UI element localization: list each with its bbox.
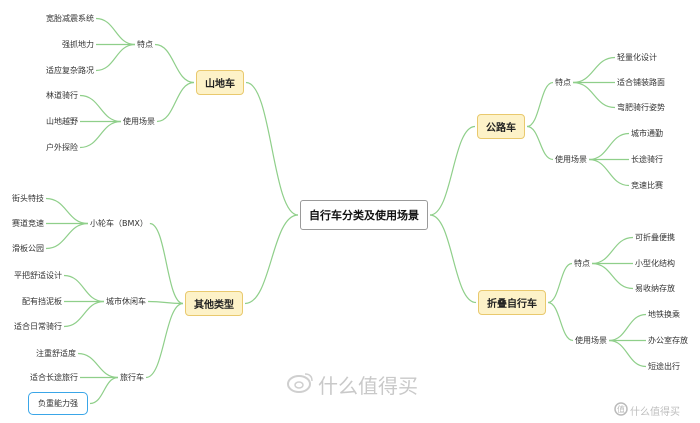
road-feature-1[interactable]: 轻量化设计	[617, 53, 657, 62]
connector-folding-features-folding-feature-1	[591, 236, 634, 265]
road-scene-2[interactable]: 长途骑行	[631, 155, 663, 164]
folding-feature-1[interactable]: 可折叠便携	[635, 233, 675, 242]
connector-branch-other-other-touring	[145, 302, 184, 379]
touring-item-3-selected[interactable]: 负重能力强	[28, 392, 88, 415]
connector-other-city-city-item-1	[63, 274, 105, 303]
connector-road-features-road-feature-3	[572, 81, 616, 109]
connector-branch-folding-folding-scenes	[547, 301, 574, 342]
connector-root-node-branch-folding	[429, 214, 477, 304]
mountain-feature-2[interactable]: 强抓地力	[62, 40, 94, 49]
corner-logo-icon: 值	[614, 402, 628, 416]
road-scene-3[interactable]: 竞速比赛	[631, 181, 663, 190]
branch-other[interactable]: 其他类型	[185, 291, 243, 316]
road-feature-2[interactable]: 适合铺装路面	[617, 78, 665, 87]
connector-road-scenes-road-scene-3	[588, 158, 630, 187]
connector-root-node-branch-road	[429, 125, 476, 216]
touring-item-2[interactable]: 适合长途旅行	[30, 373, 78, 382]
connector-branch-road-road-features	[526, 81, 554, 128]
bmx-item-1[interactable]: 街头特技	[12, 194, 44, 203]
branch-mountain[interactable]: 山地车	[196, 70, 244, 95]
other-city[interactable]: 城市休闲车	[106, 297, 146, 306]
connector-folding-scenes-folding-scene-3	[608, 339, 647, 368]
connector-other-bmx-bmx-item-1	[45, 197, 89, 225]
other-touring[interactable]: 旅行车	[120, 373, 144, 382]
road-features[interactable]: 特点	[555, 78, 571, 87]
root-node[interactable]: 自行车分类及使用场景	[300, 200, 428, 230]
folding-scene-1[interactable]: 地铁换乘	[648, 310, 680, 319]
connector-branch-mountain-mountain-scenes	[156, 81, 195, 123]
folding-features[interactable]: 特点	[574, 259, 590, 268]
road-scenes[interactable]: 使用场景	[555, 155, 587, 164]
connector-road-scenes-road-scene-1	[588, 132, 630, 161]
road-feature-3[interactable]: 弯肥骑行姿势	[617, 103, 665, 112]
bmx-item-2[interactable]: 赛道竞速	[12, 219, 44, 228]
city-item-1[interactable]: 平把舒适设计	[14, 271, 62, 280]
mountain-scene-3[interactable]: 户外探险	[46, 143, 78, 152]
connector-branch-other-other-city	[147, 300, 184, 305]
connector-root-node-branch-mountain	[245, 81, 299, 216]
connector-branch-mountain-mountain-features	[154, 43, 195, 84]
connector-road-features-road-feature-1	[572, 56, 616, 84]
watermark-text: 什么值得买	[318, 374, 418, 398]
connector-root-node-branch-other	[244, 214, 299, 305]
folding-feature-3[interactable]: 易收纳存放	[635, 284, 675, 293]
folding-feature-2[interactable]: 小型化结构	[635, 259, 675, 268]
svg-text:值: 值	[617, 404, 625, 414]
connector-folding-scenes-folding-scene-1	[608, 313, 647, 342]
other-bmx[interactable]: 小轮车（BMX）	[90, 219, 148, 228]
mountain-scene-2[interactable]: 山地越野	[46, 117, 78, 126]
connector-branch-other-other-bmx	[149, 222, 184, 305]
road-scene-1[interactable]: 城市通勤	[631, 129, 663, 138]
folding-scenes[interactable]: 使用场景	[575, 336, 607, 345]
mountain-scene-1[interactable]: 林道骑行	[46, 91, 78, 100]
connector-other-touring-touring-item-1	[77, 352, 119, 379]
connector-other-city-city-item-3	[63, 300, 105, 328]
connector-mountain-features-mountain-feature-1	[95, 17, 136, 46]
branch-road[interactable]: 公路车	[477, 114, 525, 139]
connector-mountain-scenes-mountain-scene-1	[79, 94, 122, 123]
branch-folding[interactable]: 折叠自行车	[478, 290, 546, 315]
city-item-2[interactable]: 配有挡泥板	[22, 297, 62, 306]
mountain-scenes[interactable]: 使用场景	[123, 117, 155, 126]
weibo-watermark-icon	[287, 373, 313, 393]
connector-mountain-scenes-mountain-scene-3	[79, 120, 122, 149]
mountain-features[interactable]: 特点	[137, 40, 153, 49]
connector-mountain-features-mountain-feature-3	[95, 43, 136, 72]
connector-folding-features-folding-feature-3	[591, 262, 634, 290]
connector-other-touring-touring-item-3-selected	[89, 376, 119, 405]
mountain-feature-3[interactable]: 适应复杂路况	[46, 66, 94, 75]
connector-branch-road-road-scenes	[526, 125, 554, 161]
corner-watermark-text: 什么值得买	[630, 407, 680, 418]
bmx-item-3[interactable]: 滑板公园	[12, 244, 44, 253]
touring-item-1[interactable]: 注重舒适度	[36, 349, 76, 358]
folding-scene-3[interactable]: 短途出行	[648, 362, 680, 371]
city-item-3[interactable]: 适合日常骑行	[14, 322, 62, 331]
folding-scene-2[interactable]: 办公室存放	[648, 336, 688, 345]
connector-other-bmx-bmx-item-3	[45, 222, 89, 250]
connector-branch-folding-folding-features	[547, 262, 573, 304]
mountain-feature-1[interactable]: 宽胎减震系统	[46, 14, 94, 23]
